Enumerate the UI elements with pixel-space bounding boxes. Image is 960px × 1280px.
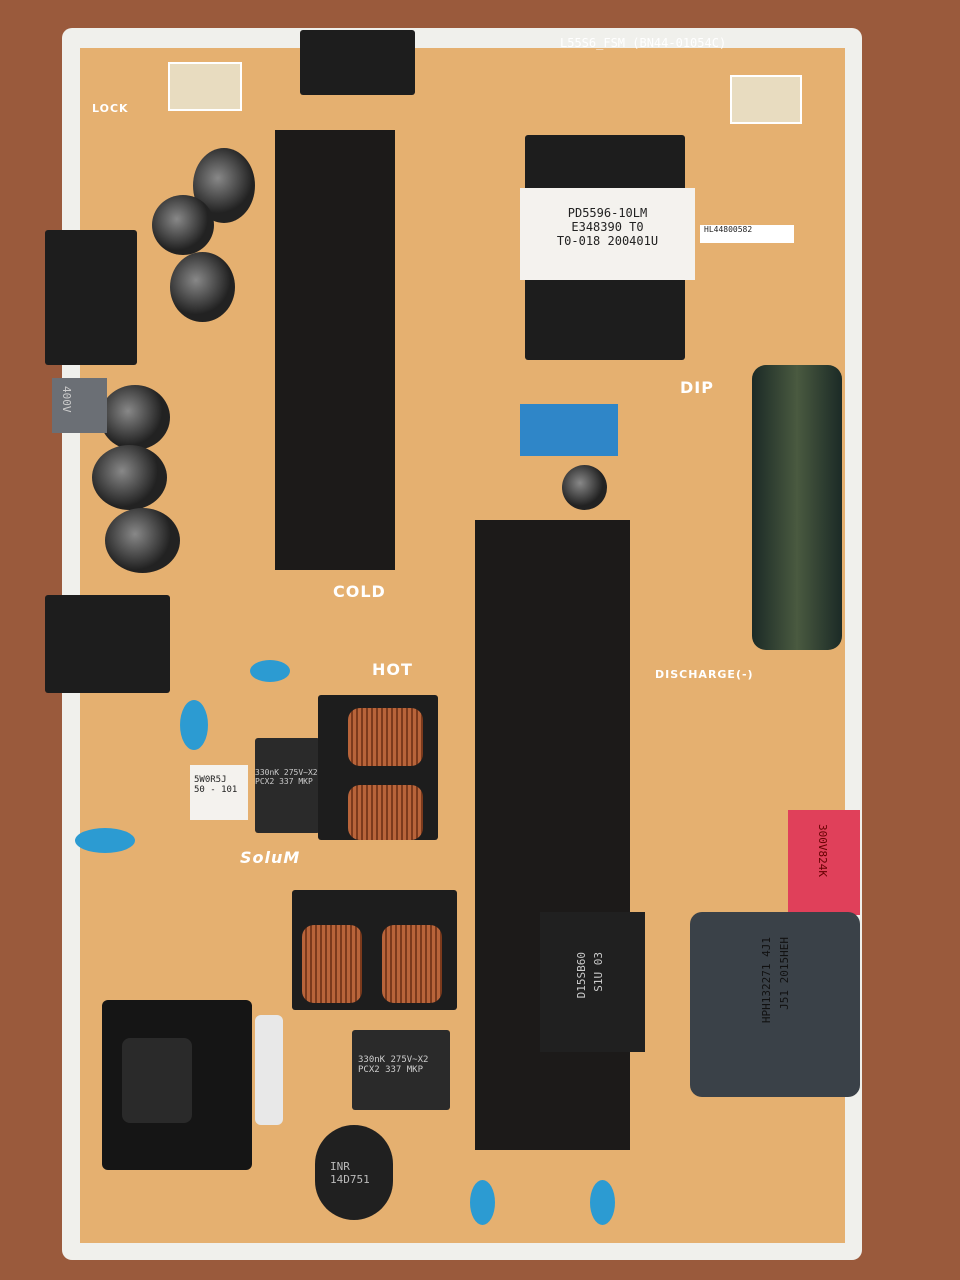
copper-coil [348, 708, 423, 766]
resistor-text-1: 5W0R5J [194, 775, 227, 785]
fuse [255, 1015, 283, 1125]
connector [45, 230, 137, 365]
y-capacitor [180, 700, 208, 750]
choke-text-2: J51 2015HEH [778, 937, 791, 1010]
x-capacitor-text-1: 330nK 275V~X2 [255, 768, 318, 777]
transformer-text-3: T0-018 200401U [556, 234, 659, 248]
x-capacitor2-text-2: PCX2 337 MKP [358, 1065, 424, 1075]
bridge-text-1: D15SB60 [575, 952, 588, 999]
red-capacitor-text: 300V824K [816, 824, 829, 877]
film-capacitor [520, 404, 618, 456]
copper-coil [382, 925, 442, 1003]
lock-label: LOCK [92, 102, 129, 115]
transformer-text-2: E348390 T0 [571, 220, 644, 234]
ac-power-inlet[interactable] [102, 1000, 252, 1170]
part-number-label: L55S6_FSM (BN44-01054C) [560, 36, 727, 50]
transformer-label: PD5596-10LM E348390 T0 T0-018 200401U [520, 188, 695, 280]
x-capacitor2-text-1: 330nK 275V~X2 [358, 1055, 429, 1065]
red-capacitor: 300V824K [788, 810, 860, 915]
inductor [45, 595, 170, 693]
electrolytic-capacitor [152, 195, 214, 255]
inductor: 400V [52, 378, 107, 433]
copper-coil [302, 925, 362, 1003]
inlet-socket [122, 1038, 192, 1123]
inductor-text: 400V [60, 386, 73, 413]
transformer-text-1: PD5596-10LM [567, 206, 648, 220]
lock-clip [730, 75, 802, 124]
y-capacitor [250, 660, 290, 682]
lock-clip [168, 62, 242, 111]
dip-label: DIP [680, 378, 714, 397]
y-capacitor [590, 1180, 615, 1225]
thermistor-text-1: INR [330, 1160, 350, 1173]
x-capacitor-text-2: PCX2 337 MKP [255, 777, 313, 786]
electrolytic-capacitor [100, 385, 170, 450]
electrolytic-capacitor [105, 508, 180, 573]
choke-text-1: HPH132271 4J1 [760, 937, 773, 1024]
bulk-capacitor [752, 365, 842, 650]
hot-label: HOT [372, 660, 413, 679]
cold-label: COLD [333, 582, 386, 601]
copper-coil [348, 785, 423, 840]
electrolytic-capacitor [92, 445, 167, 510]
filter-choke: HPH132271 4J1 J51 2015HEH [690, 912, 860, 1097]
electrolytic-capacitor [562, 465, 607, 510]
discharge-label: DISCHARGE(-) [655, 668, 754, 681]
y-capacitor [75, 828, 135, 853]
thermistor-text-2: 14D751 [330, 1173, 370, 1186]
bridge-text-2: S1U 03 [592, 952, 605, 992]
resistor-block: 5W0R5J 50 - 101 [190, 765, 248, 820]
electrolytic-capacitor [170, 252, 235, 322]
x-capacitor: 330nK 275V~X2 PCX2 337 MKP [352, 1030, 450, 1110]
heatsink-secondary [275, 130, 395, 570]
thermistor: INR 14D751 [315, 1125, 393, 1220]
y-capacitor [470, 1180, 495, 1225]
output-connector [300, 30, 415, 95]
brand-label: SoluM [240, 848, 301, 867]
x-capacitor: 330nK 275V~X2 PCX2 337 MKP [255, 738, 320, 833]
heatsink-primary [475, 520, 630, 1150]
bridge-rectifier: D15SB60 S1U 03 [540, 912, 645, 1052]
resistor-text-2: 50 - 101 [194, 785, 238, 795]
barcode-label: HL44800582 [700, 225, 794, 243]
